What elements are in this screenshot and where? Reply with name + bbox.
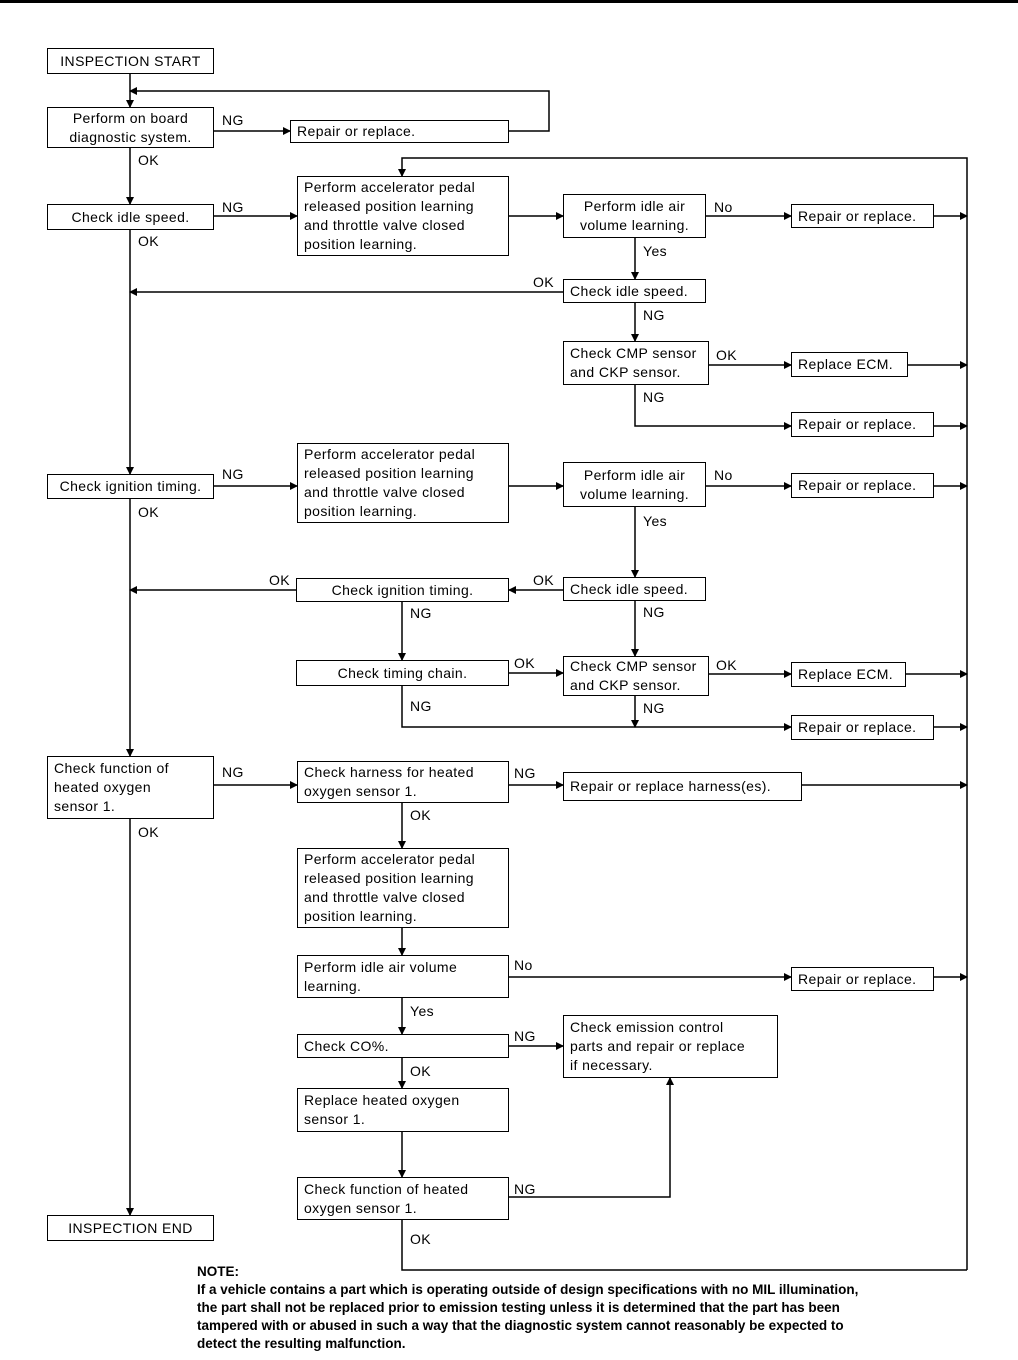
- branch-label: OK: [269, 572, 291, 588]
- branch-label: No: [714, 467, 733, 483]
- step-box-accel2: Perform accelerator pedal released posit…: [297, 443, 509, 523]
- branch-label: OK: [410, 1063, 432, 1079]
- branch-label: NG: [222, 466, 244, 482]
- step-box-accel1: Perform accelerator pedal released posit…: [297, 176, 509, 256]
- connector-arrow: [401, 1220, 967, 1271]
- connector-arrow: [401, 686, 792, 731]
- branch-label: NG: [410, 698, 432, 714]
- branch-label: NG: [222, 199, 244, 215]
- note-title: NOTE:: [197, 1264, 239, 1279]
- note-line: If a vehicle contains a part which is op…: [197, 1282, 859, 1297]
- step-box-ign2: Check ignition timing.: [296, 578, 509, 602]
- connector-arrow: [634, 385, 792, 430]
- branch-label: OK: [533, 274, 555, 290]
- branch-label: NG: [643, 700, 665, 716]
- step-box-rr1: Repair or replace.: [290, 120, 509, 143]
- branch-label: No: [714, 199, 733, 215]
- branch-label: NG: [222, 764, 244, 780]
- step-box-rr2: Repair or replace.: [791, 204, 934, 228]
- step-box-iav3: Perform idle air volume learning.: [297, 955, 509, 998]
- branch-label: NG: [514, 765, 536, 781]
- step-box-idle3: Check idle speed.: [563, 577, 706, 601]
- branch-label: NG: [514, 1181, 536, 1197]
- step-box-rr3: Repair or replace.: [791, 412, 934, 437]
- step-box-harness: Check harness for heated oxygen sensor 1…: [297, 761, 509, 803]
- branch-label: NG: [222, 112, 244, 128]
- note-line: detect the resulting malfunction.: [197, 1336, 406, 1351]
- branch-label: OK: [138, 152, 160, 168]
- branch-label: OK: [716, 657, 738, 673]
- connector-arrow: [129, 87, 550, 132]
- step-box-ecm1: Replace ECM.: [791, 352, 908, 377]
- step-box-obd: Perform on board diagnostic system.: [47, 107, 214, 148]
- branch-label: OK: [138, 504, 160, 520]
- step-box-ho2s1: Check function of heated oxygen sensor 1…: [47, 756, 214, 819]
- step-box-rrh: Repair or replace harness(es).: [563, 772, 802, 801]
- branch-label: NG: [643, 307, 665, 323]
- branch-label: OK: [514, 655, 536, 671]
- step-box-ho2s2: Check function of heated oxygen sensor 1…: [297, 1177, 509, 1220]
- note-line: the part shall not be replaced prior to …: [197, 1300, 840, 1315]
- branch-label: OK: [410, 1231, 432, 1247]
- step-box-ecm2: Replace ECM.: [791, 662, 906, 687]
- branch-label: OK: [716, 347, 738, 363]
- step-box-cmp2: Check CMP sensor and CKP sensor.: [563, 656, 709, 696]
- branch-label: OK: [533, 572, 555, 588]
- note-line: tampered with or abused in such a way th…: [197, 1318, 844, 1333]
- step-box-idle1: Check idle speed.: [47, 204, 214, 230]
- step-box-rr4: Repair or replace.: [791, 473, 934, 498]
- step-box-rr6: Repair or replace.: [791, 967, 934, 991]
- top-border: [0, 0, 1018, 3]
- step-box-iav1: Perform idle air volume learning.: [563, 194, 706, 238]
- step-box-accel3: Perform accelerator pedal released posit…: [297, 848, 509, 928]
- branch-label: OK: [138, 233, 160, 249]
- branch-label: Yes: [643, 513, 668, 529]
- branch-label: Yes: [643, 243, 668, 259]
- note: NOTE: If a vehicle contains a part which…: [197, 1263, 987, 1353]
- branch-label: NG: [643, 604, 665, 620]
- branch-label: NG: [410, 605, 432, 621]
- branch-label: NG: [514, 1028, 536, 1044]
- connector-arrow: [509, 1077, 674, 1198]
- step-box-iav2: Perform idle air volume learning.: [563, 462, 706, 507]
- step-box-idle2: Check idle speed.: [563, 279, 706, 303]
- branch-label: OK: [138, 824, 160, 840]
- branch-label: Yes: [410, 1003, 435, 1019]
- step-box-start: INSPECTION START: [47, 48, 214, 74]
- branch-label: NG: [643, 389, 665, 405]
- step-box-co: Check CO%.: [297, 1034, 509, 1058]
- branch-label: OK: [410, 807, 432, 823]
- step-box-end: INSPECTION END: [47, 1215, 214, 1241]
- step-box-cmp1: Check CMP sensor and CKP sensor.: [563, 341, 709, 385]
- step-box-rr5: Repair or replace.: [791, 715, 934, 740]
- step-box-replace: Replace heated oxygen sensor 1.: [297, 1088, 509, 1132]
- connector-arrow: [398, 157, 968, 1270]
- step-box-emission: Check emission control parts and repair …: [563, 1015, 778, 1078]
- step-box-ign1: Check ignition timing.: [47, 474, 214, 499]
- branch-label: No: [514, 957, 533, 973]
- step-box-chain: Check timing chain.: [296, 660, 509, 686]
